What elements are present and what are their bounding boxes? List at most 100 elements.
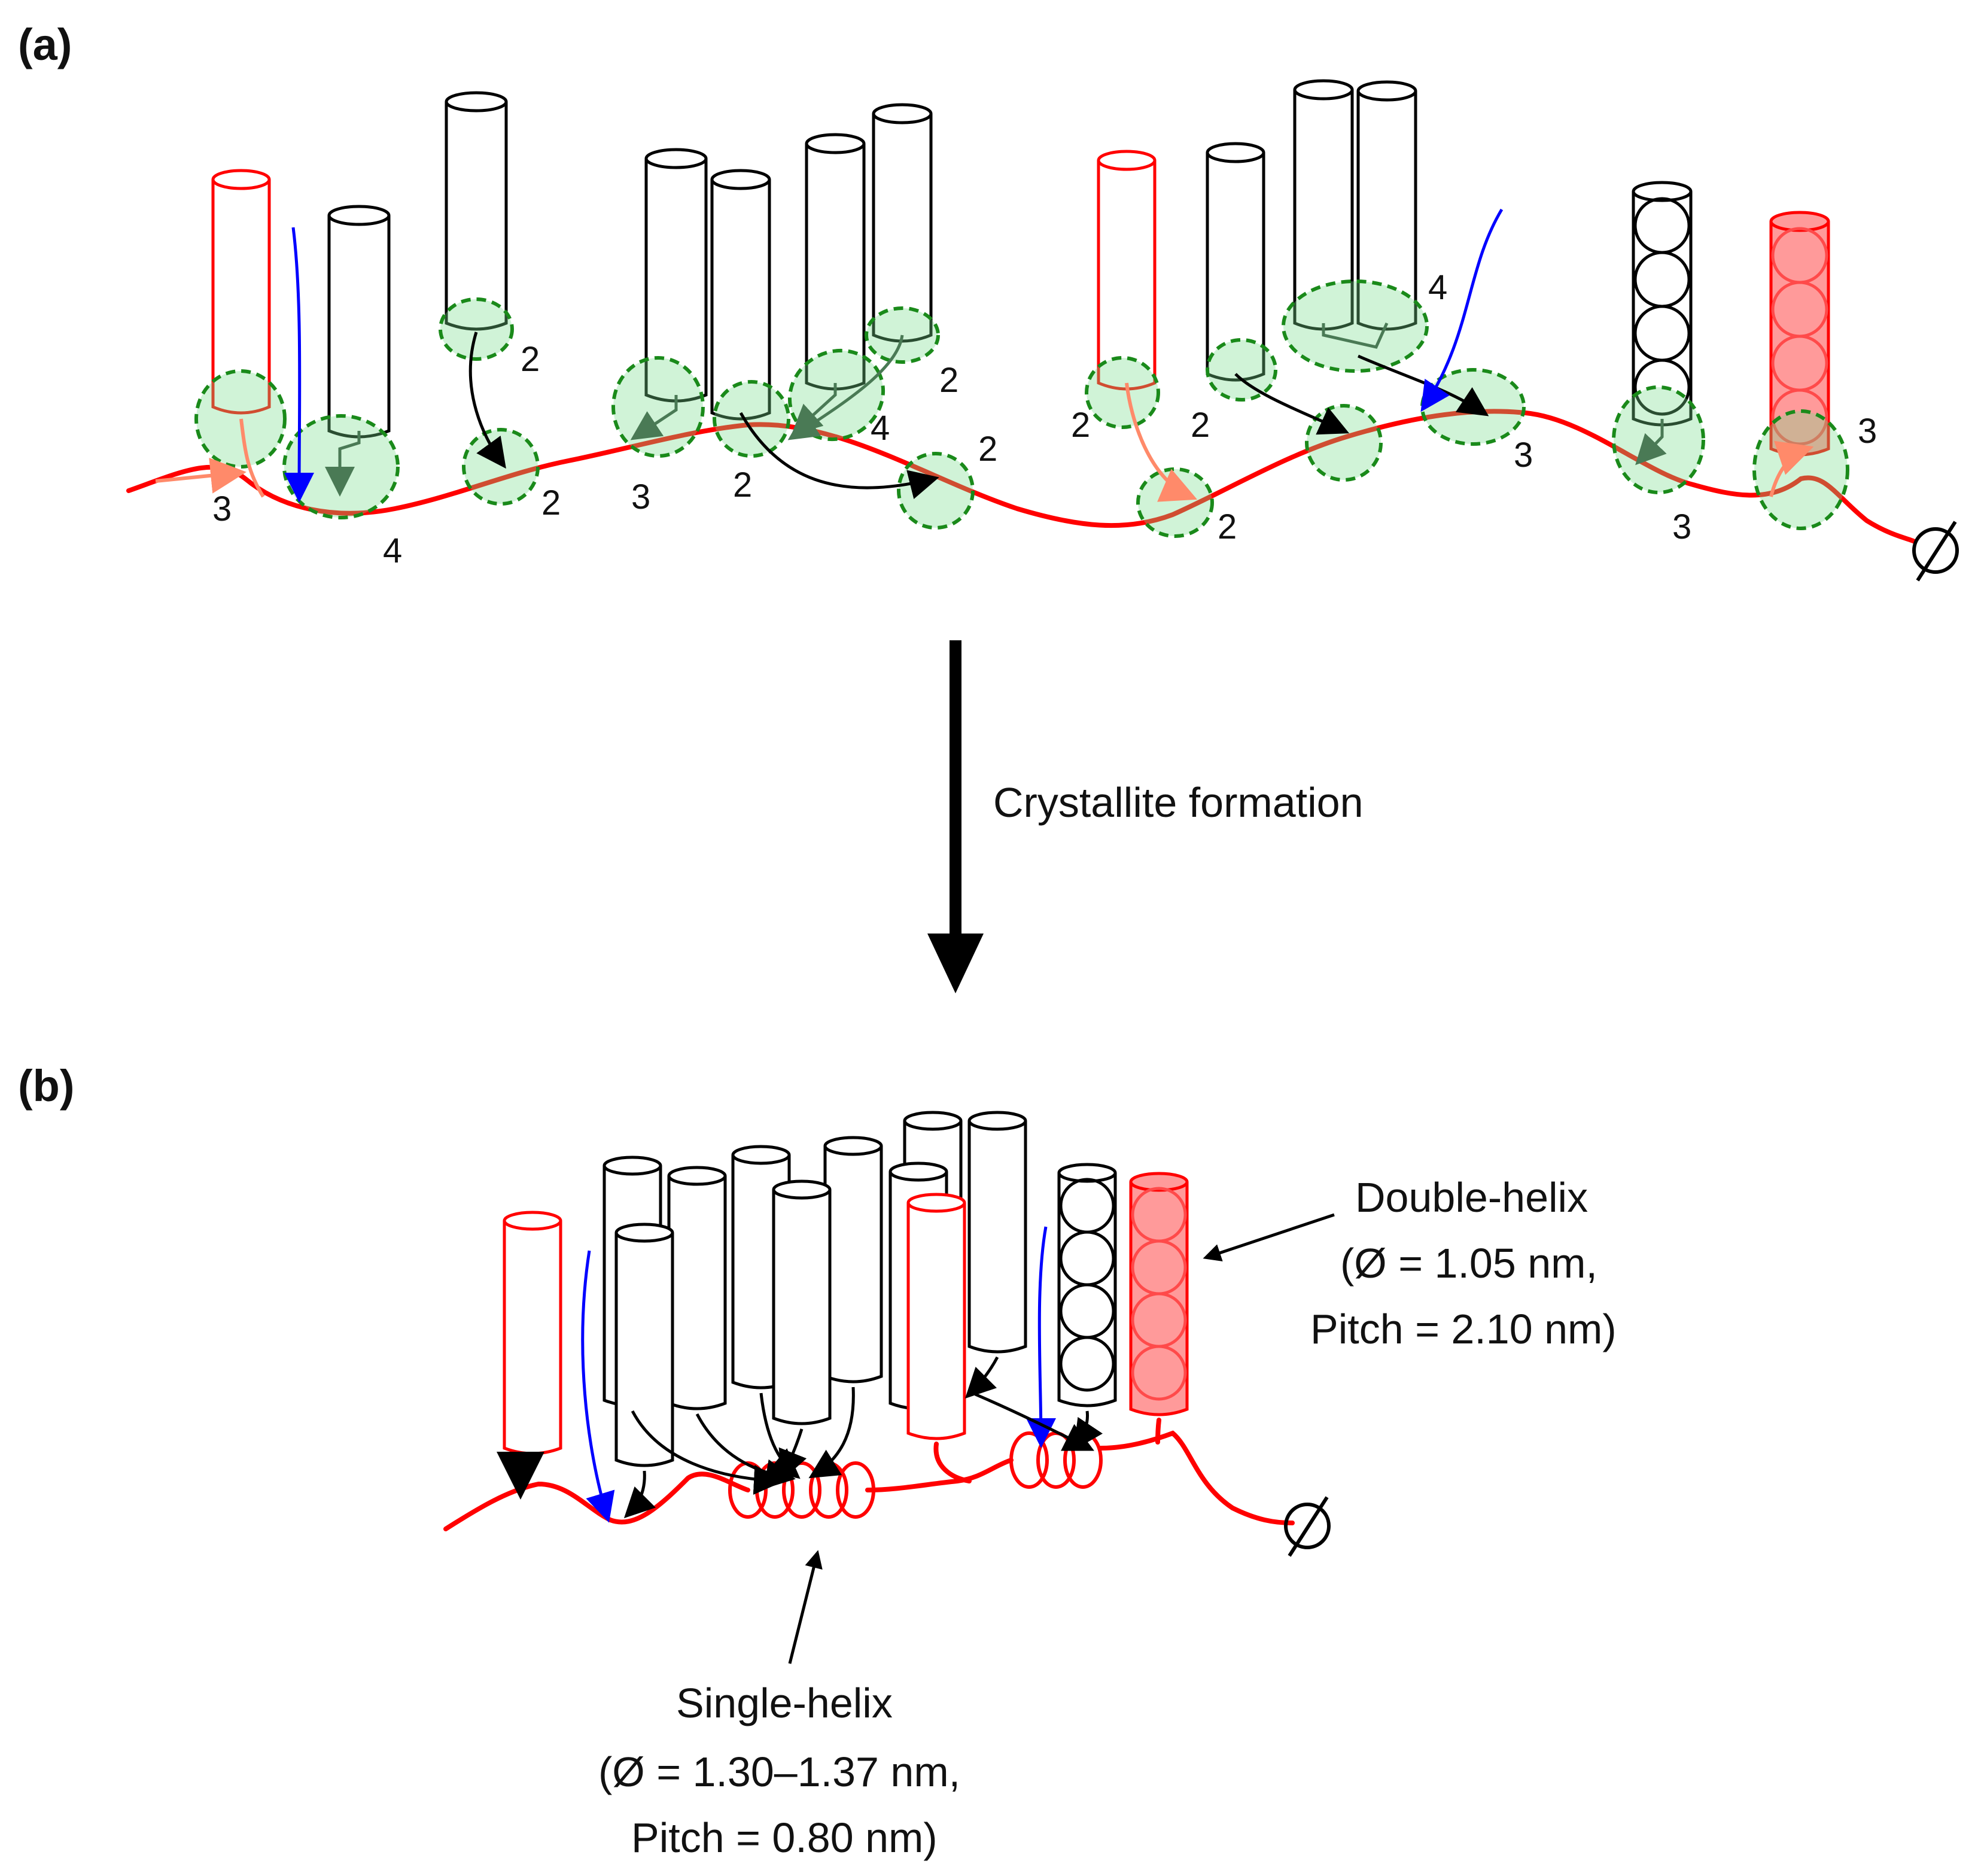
binding-site: [194, 369, 287, 469]
chain-cylinder: [445, 91, 508, 331]
chain-cylinder: [805, 133, 866, 391]
chain-link: [1155, 1418, 1161, 1445]
site-count: 3: [1672, 507, 1691, 546]
chain-cylinder: [614, 1223, 674, 1467]
red-cylinder: [211, 169, 271, 415]
cylinders-a: [211, 79, 1830, 457]
single-helix-annotation: Single-helix (Ø = 1.30–1.37 nm, Pitch = …: [598, 1680, 960, 1861]
chain-direction-arrow: [239, 418, 265, 498]
chain-direction-arrow: [1125, 382, 1198, 502]
double-helix-diameter: (Ø = 1.05 nm,: [1340, 1240, 1597, 1287]
panel-b-label: (b): [18, 1061, 75, 1111]
green-arrow: [1635, 419, 1667, 466]
binding-site: [1305, 404, 1383, 482]
site-count: 2: [978, 430, 997, 469]
green-arrow: [325, 431, 361, 497]
site-count: 2: [541, 484, 561, 522]
chain-link: [497, 1451, 545, 1500]
binding-site: [713, 380, 790, 458]
black-arrow: [623, 1470, 656, 1519]
binding-site: [611, 356, 705, 458]
backbone-chain-b: [443, 1430, 1295, 1531]
site-count: 4: [871, 409, 890, 448]
single-helix-callout-arrow: [788, 1550, 823, 1664]
green-arrow: [630, 395, 678, 440]
backbone-chain-a: [126, 409, 1917, 544]
site-count: 3: [631, 478, 650, 516]
double-helix-cylinder-red: [1129, 1172, 1189, 1416]
red-cylinder: [1097, 150, 1157, 391]
black-arrow: [778, 1428, 807, 1481]
transition-label: Crystallite formation: [993, 779, 1364, 826]
binding-site: [1206, 338, 1277, 402]
panel-a-label: (a): [18, 20, 72, 69]
black-arrow: [695, 1413, 796, 1489]
binding-site: [1085, 356, 1160, 429]
binding-site: [1282, 279, 1429, 373]
double-helix-pitch: Pitch = 2.10 nm): [1310, 1306, 1617, 1352]
single-helix-title: Single-helix: [676, 1680, 893, 1726]
reducing-end-symbol-a: [1912, 521, 1959, 582]
black-arrow: [808, 1387, 855, 1479]
site-counts: 3 4 2 3 2 4 2 2 2 2 2 2 4 3 3 3: [212, 268, 1877, 570]
site-count: 3: [212, 489, 232, 528]
binding-site: [897, 452, 975, 530]
red-cylinder: [906, 1193, 966, 1440]
site-count: 4: [383, 531, 402, 570]
binding-site: [1136, 467, 1214, 538]
black-arrow: [1073, 1410, 1103, 1451]
site-count: 2: [1191, 406, 1210, 445]
binding-site: [439, 297, 514, 361]
chain-direction-arrow: [155, 457, 247, 494]
site-count: 3: [1858, 412, 1877, 451]
black-arrow: [631, 1410, 784, 1495]
reducing-end-symbol-b: [1284, 1496, 1331, 1557]
panel-a: 3 4 2 3 2 4 2 2 2 2 2 2 4 3 3 3: [126, 79, 1959, 582]
chain-cylinder: [327, 205, 391, 439]
single-helix-coils: [728, 1431, 1103, 1519]
chain-cylinder: [667, 1166, 727, 1410]
black-arrow: [1234, 373, 1350, 435]
transfer-arrows-a: [155, 208, 1814, 503]
chain-cylinder: [872, 103, 933, 343]
site-count: 3: [1514, 436, 1533, 475]
red-cylinder: [503, 1211, 562, 1455]
green-arrow: [787, 335, 904, 440]
chain-cylinder: [1356, 80, 1417, 331]
binding-site: [1752, 409, 1849, 530]
chain-direction-arrow: [1769, 440, 1814, 497]
double-helix-title: Double-helix: [1355, 1174, 1588, 1221]
site-count: 2: [521, 340, 540, 379]
black-arrow: [964, 1356, 999, 1399]
chain-cylinder: [967, 1111, 1027, 1354]
site-count: 2: [1071, 406, 1090, 445]
green-arrow: [1322, 322, 1389, 349]
site-count: 2: [733, 466, 752, 504]
site-count: 4: [1428, 268, 1447, 307]
single-helix-pitch: Pitch = 0.80 nm): [631, 1814, 938, 1861]
double-helix-cylinder-red: [1769, 211, 1830, 457]
blue-arrow: [1026, 1226, 1056, 1448]
blue-arrow: [284, 227, 315, 503]
site-count: 2: [1218, 507, 1237, 546]
double-helix-callout-arrow: [1203, 1213, 1335, 1261]
chain-cylinder: [710, 169, 771, 421]
binding-site: [462, 428, 540, 506]
double-helix-annotation: Double-helix (Ø = 1.05 nm, Pitch = 2.10 …: [1310, 1174, 1617, 1352]
panel-b: Double-helix (Ø = 1.05 nm, Pitch = 2.10 …: [443, 1111, 1617, 1861]
chain-link: [933, 1442, 972, 1483]
chain-cylinder: [772, 1179, 832, 1425]
black-arrow: [468, 332, 506, 469]
double-helix-cylinder-black: [1632, 181, 1693, 427]
chain-cylinder: [823, 1136, 883, 1384]
site-count: 2: [939, 361, 958, 400]
transition-arrow: [927, 640, 984, 993]
black-arrow: [739, 412, 939, 499]
single-helix-diameter: (Ø = 1.30–1.37 nm,: [598, 1749, 960, 1795]
chain-cylinder: [644, 148, 708, 403]
double-helix-cylinder-black: [1057, 1163, 1117, 1407]
transfer-arrows-b: [497, 1226, 1161, 1523]
blue-arrow: [1420, 208, 1504, 412]
blue-arrow: [581, 1250, 615, 1523]
